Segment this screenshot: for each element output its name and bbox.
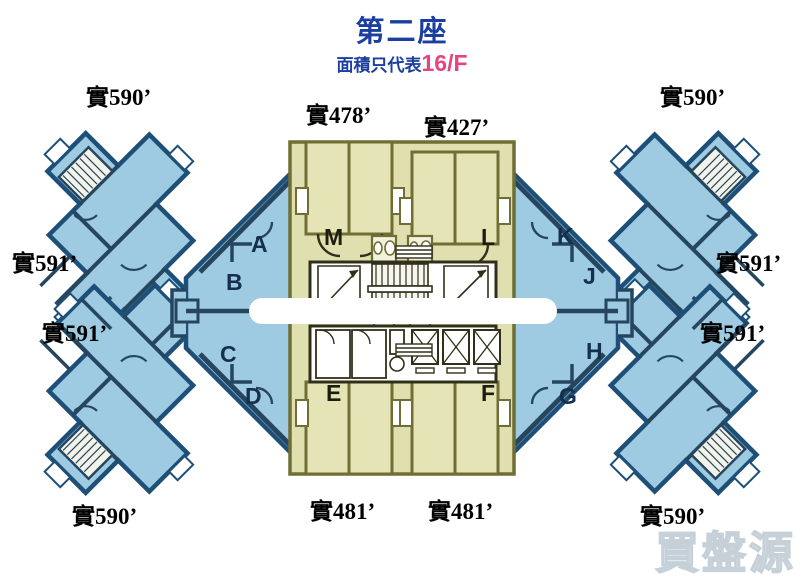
lift-car: [473, 329, 501, 374]
unit-j-letter: J: [583, 263, 596, 289]
area-label-center-bottom-481-right: 實481’: [428, 499, 494, 524]
area-label-bottom-right-590: 實590’: [640, 504, 706, 529]
area-label-right-upper-591: 實591’: [716, 251, 782, 276]
unit-f-letter: F: [481, 380, 496, 406]
central-core-block: [288, 140, 516, 476]
unit-d-letter: D: [245, 383, 262, 409]
area-label-left-lower-591: 實591’: [42, 321, 108, 346]
area-label-center-top-427: 實427’: [424, 115, 490, 140]
unit-k-letter: K: [557, 223, 574, 249]
area-label-top-right-590: 實590’: [660, 85, 726, 110]
area-label-right-lower-591: 實591’: [700, 321, 766, 346]
area-label-top-left-590: 實590’: [86, 85, 152, 110]
unit-m-letter: M: [324, 224, 344, 250]
unit-b-letter: B: [226, 269, 243, 295]
lift-car: [442, 329, 470, 374]
unit-l-letter: L: [481, 224, 496, 250]
unit-a-letter: A: [251, 231, 268, 257]
area-label-bottom-left-590: 實590’: [72, 504, 138, 529]
east-wing: [505, 129, 765, 497]
unit-h-letter: H: [586, 338, 603, 364]
west-wing: [39, 129, 299, 497]
connector-band: [249, 298, 557, 324]
unit-c-letter: C: [220, 341, 237, 367]
unit-g-letter: G: [559, 383, 577, 409]
area-label-center-bottom-481-left: 實481’: [310, 499, 376, 524]
unit-e-letter: E: [326, 380, 342, 406]
area-label-center-top-478: 實478’: [306, 103, 372, 128]
area-label-left-upper-591: 實591’: [12, 251, 78, 276]
lift-lobby: [308, 324, 501, 384]
